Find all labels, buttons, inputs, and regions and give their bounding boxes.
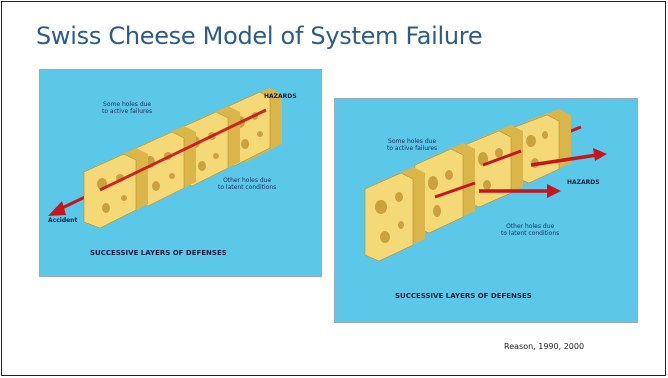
hazard-arrows-right <box>434 148 607 199</box>
swiss-cheese-illustration-right <box>364 109 607 262</box>
active-failures-label-left: Some holes due to active failures <box>102 101 153 115</box>
swiss-cheese-figure-left: HAZARDS Some holes due to active failure… <box>39 69 322 277</box>
slide-title: Swiss Cheese Model of System Failure <box>36 22 483 50</box>
latent-conditions-label-right: Other holes due to latent conditions <box>501 223 560 237</box>
defenses-caption-right: SUCCESSIVE LAYERS OF DEFENSES <box>395 292 532 300</box>
latent-conditions-label-left: Other holes due to latent conditions <box>218 177 277 191</box>
defenses-caption-left: SUCCESSIVE LAYERS OF DEFENSES <box>90 249 227 257</box>
citation: Reason, 1990, 2000 <box>504 342 585 351</box>
active-failures-label-right: Some holes due to active failures <box>387 138 438 152</box>
cheese-slice-4 <box>514 109 571 184</box>
cheese-slice-1 <box>364 167 425 262</box>
hazards-label-left: HAZARDS <box>264 93 297 100</box>
cheese-slice-1 <box>83 148 148 229</box>
swiss-cheese-figure-right: HAZARDS Some holes due to active failure… <box>334 98 638 323</box>
swiss-cheese-illustration-left <box>48 88 282 229</box>
cheese-slice-3 <box>464 125 523 208</box>
hazards-label-right: HAZARDS <box>567 179 600 186</box>
cheese-slice-2 <box>414 143 475 234</box>
accident-label: Accident <box>48 217 78 224</box>
